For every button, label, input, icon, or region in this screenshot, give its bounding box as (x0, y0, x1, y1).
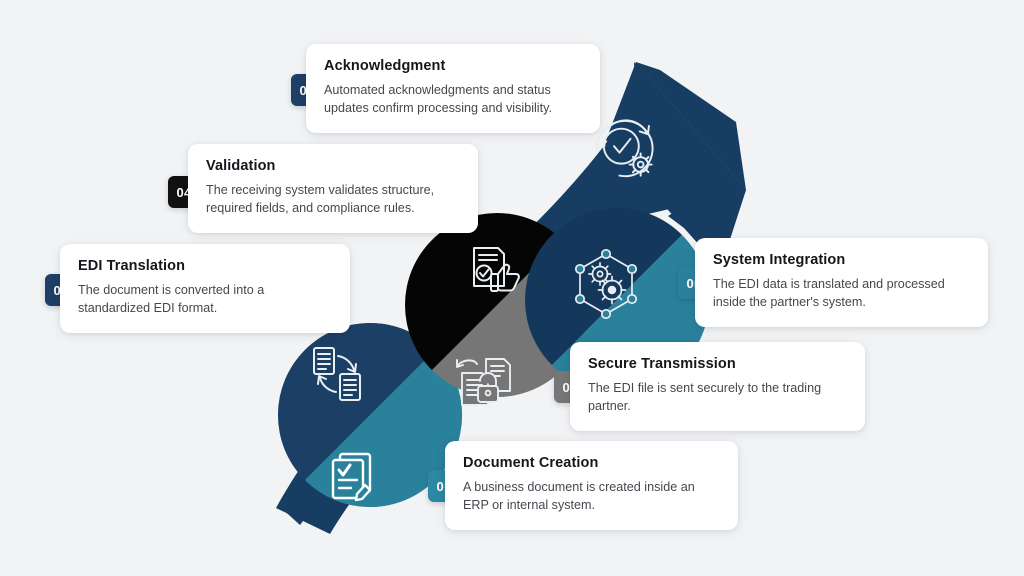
step-description-02: The document is converted into a standar… (78, 283, 265, 316)
step-title-03: Secure Transmission (588, 356, 736, 372)
network-gears-icon (574, 248, 638, 320)
step-description-01: A business document is created inside an… (463, 480, 695, 513)
refresh-check-gear-icon (594, 119, 654, 178)
step-title-02: EDI Translation (78, 258, 186, 274)
step-description-05: The EDI data is translated and processed… (713, 277, 945, 310)
step-title-04: Validation (206, 158, 276, 174)
document-approved-thumbsup-icon (473, 247, 520, 292)
step-card-secure-transmission[interactable]: Secure Transmission The EDI file is sent… (570, 342, 865, 432)
documents-lock-icon (456, 358, 511, 406)
step-number-04: 04 (176, 184, 192, 200)
step-description-04: The receiving system validates structure… (206, 183, 435, 216)
document-exchange-arrows-icon (313, 347, 361, 401)
step-title-06: Acknowledgment (324, 58, 446, 74)
step-description-03: The EDI file is sent securely to the tra… (588, 381, 822, 414)
step-title-05: System Integration (713, 252, 846, 268)
step-card-edi-translation[interactable]: EDI Translation The document is converte… (60, 244, 350, 334)
document-check-pen-icon (331, 452, 372, 502)
step-card-document-creation[interactable]: Document Creation A business document is… (445, 441, 738, 531)
step-title-01: Document Creation (463, 455, 599, 471)
step-card-validation[interactable]: Validation The receiving system validate… (188, 144, 478, 234)
step-card-acknowledgment[interactable]: Acknowledgment Automated acknowledgments… (306, 44, 600, 134)
step-card-system-integration[interactable]: System Integration The EDI data is trans… (695, 238, 988, 328)
step-description-06: Automated acknowledgments and status upd… (324, 83, 552, 116)
